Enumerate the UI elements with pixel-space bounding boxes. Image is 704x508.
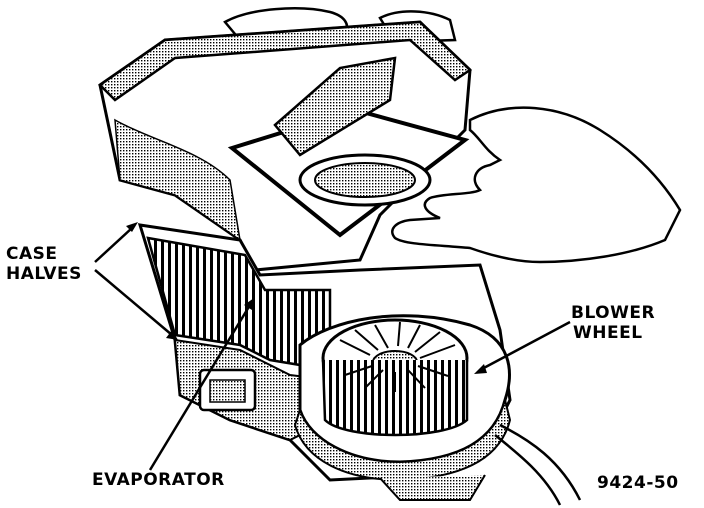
right-hand — [391, 106, 682, 264]
evaporator-arrow — [244, 298, 254, 310]
case-halves-leader-bottom — [94, 269, 173, 336]
case-halves-label-line2: HALVES — [6, 264, 82, 284]
evaporator-leader — [148, 304, 252, 471]
blower-wheel-label-line1: BLOWER — [571, 303, 656, 323]
case-halves-label: CASE HALVES — [6, 244, 82, 284]
figure-number: 9424-50 — [597, 473, 679, 493]
evaporator-label: EVAPORATOR — [92, 470, 225, 490]
housing-flap — [273, 56, 397, 157]
upper-lid-band — [98, 20, 472, 102]
motor-wire — [499, 423, 582, 501]
motor-wire-2 — [494, 434, 562, 506]
blower-wheel-label-line2: WHEEL — [573, 323, 643, 343]
case-halves-arrow-top — [126, 222, 138, 232]
blower-wheel-arrow — [474, 364, 487, 374]
blower-wheel-blades — [321, 359, 469, 437]
blower-wheel-leader — [479, 320, 571, 372]
blower-wheel-vanes — [339, 321, 456, 392]
blower-housing-band — [293, 399, 512, 482]
case-halves-label-line1: CASE — [6, 244, 58, 264]
case-halves-leader-top — [94, 227, 133, 263]
blower-motor — [379, 474, 486, 501]
case-halves-arrow-bottom — [166, 330, 178, 340]
blower-wheel-label: BLOWER WHEEL — [571, 303, 655, 343]
drain-tube-shade — [209, 379, 246, 403]
blower-opening-ring-inner — [314, 162, 416, 198]
